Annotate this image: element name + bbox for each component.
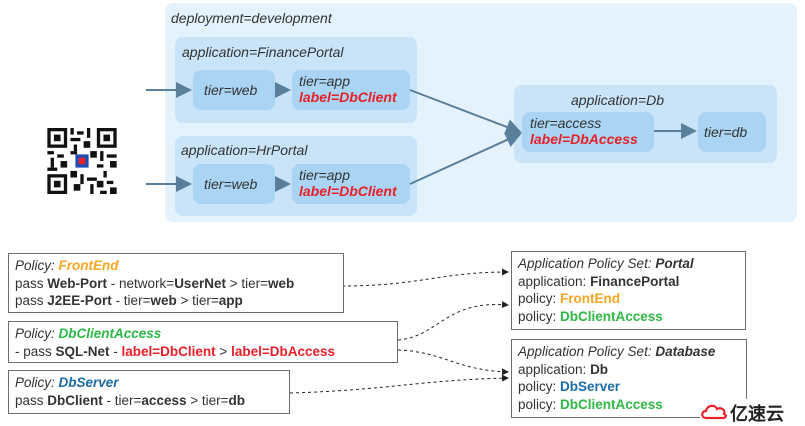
arrow-finance-to-access xyxy=(409,89,522,135)
tier-app-finance-label: tier=app xyxy=(299,73,350,89)
deployment-label: deployment=development xyxy=(171,10,332,26)
policy-dbserver: Policy: DbServer pass DbClient - tier=ac… xyxy=(8,370,290,414)
dbaccess-label: label=DbAccess xyxy=(530,131,638,147)
tier-app-hr xyxy=(292,164,410,204)
dash-dbserver-database xyxy=(289,374,509,394)
dbclient-label-hr: label=DbClient xyxy=(299,183,397,199)
tier-db xyxy=(698,112,766,152)
tier-app-finance xyxy=(292,70,410,110)
tier-db-label: tier=db xyxy=(704,124,748,140)
dash-dbclient-portal xyxy=(397,301,509,341)
tier-web-finance-label: tier=web xyxy=(204,82,258,98)
dash-dbclient-database xyxy=(397,349,509,376)
tier-access-label: tier=access xyxy=(530,115,602,131)
tier-access xyxy=(522,112,654,152)
app-db-label: application=Db xyxy=(571,92,665,108)
policy-dbclientaccess: Policy: DbClientAccess - pass SQL-Net - … xyxy=(8,321,398,363)
app-financeportal-label: application=FinancePortal xyxy=(182,44,344,60)
policy-dbserver-name: DbServer xyxy=(58,375,119,390)
policy-set-portal-name: Portal xyxy=(655,256,694,271)
tier-web-hr-label: tier=web xyxy=(204,176,258,192)
cloud-icon xyxy=(701,404,727,420)
watermark-logo: 亿速云 xyxy=(700,399,800,425)
watermark-text: 亿速云 xyxy=(730,404,784,425)
dbclient-label-finance: label=DbClient xyxy=(299,89,397,105)
tier-web-hr xyxy=(193,164,275,204)
policy-set-portal: Application Policy Set: Portal applicati… xyxy=(511,251,746,330)
dash-frontend-portal xyxy=(341,268,509,287)
arrow-hr-to-access xyxy=(409,132,522,185)
app-hrportal-label: application=HrPortal xyxy=(181,142,308,158)
policy-frontend: Policy: FrontEnd pass Web-Port - network… xyxy=(8,253,344,313)
tier-app-hr-label: tier=app xyxy=(299,167,350,183)
qr-code-icon xyxy=(47,128,117,194)
tier-web-finance xyxy=(193,70,275,110)
policy-frontend-name: FrontEnd xyxy=(58,258,119,273)
policy-dbclientaccess-name: DbClientAccess xyxy=(58,326,162,341)
policy-set-database-name: Database xyxy=(655,344,716,359)
